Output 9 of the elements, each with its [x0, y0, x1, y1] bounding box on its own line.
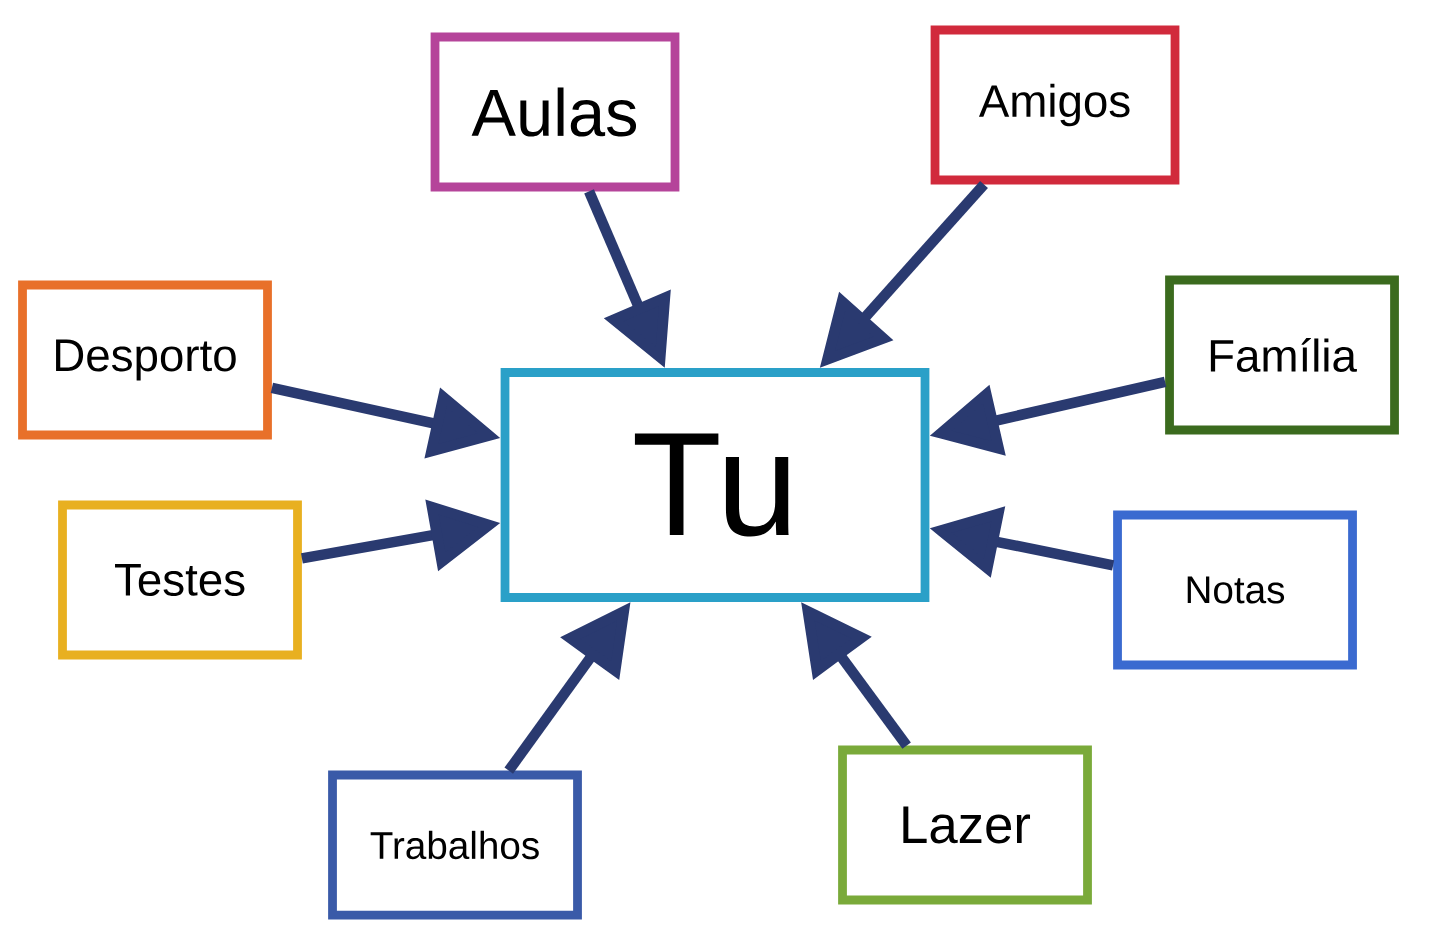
sketch-box: Aulas — [430, 32, 680, 192]
sketch-box: Testes — [58, 500, 302, 660]
sketch-box: Desporto — [18, 280, 272, 440]
sketch-box: Trabalhos — [328, 770, 582, 920]
sketch-box: Tu — [500, 368, 930, 602]
sketch-box: Notas — [1113, 510, 1357, 670]
sketch-box: Lazer — [838, 745, 1092, 905]
sketch-box: Família — [1165, 275, 1399, 435]
sketch-box: Amigos — [930, 25, 1180, 185]
